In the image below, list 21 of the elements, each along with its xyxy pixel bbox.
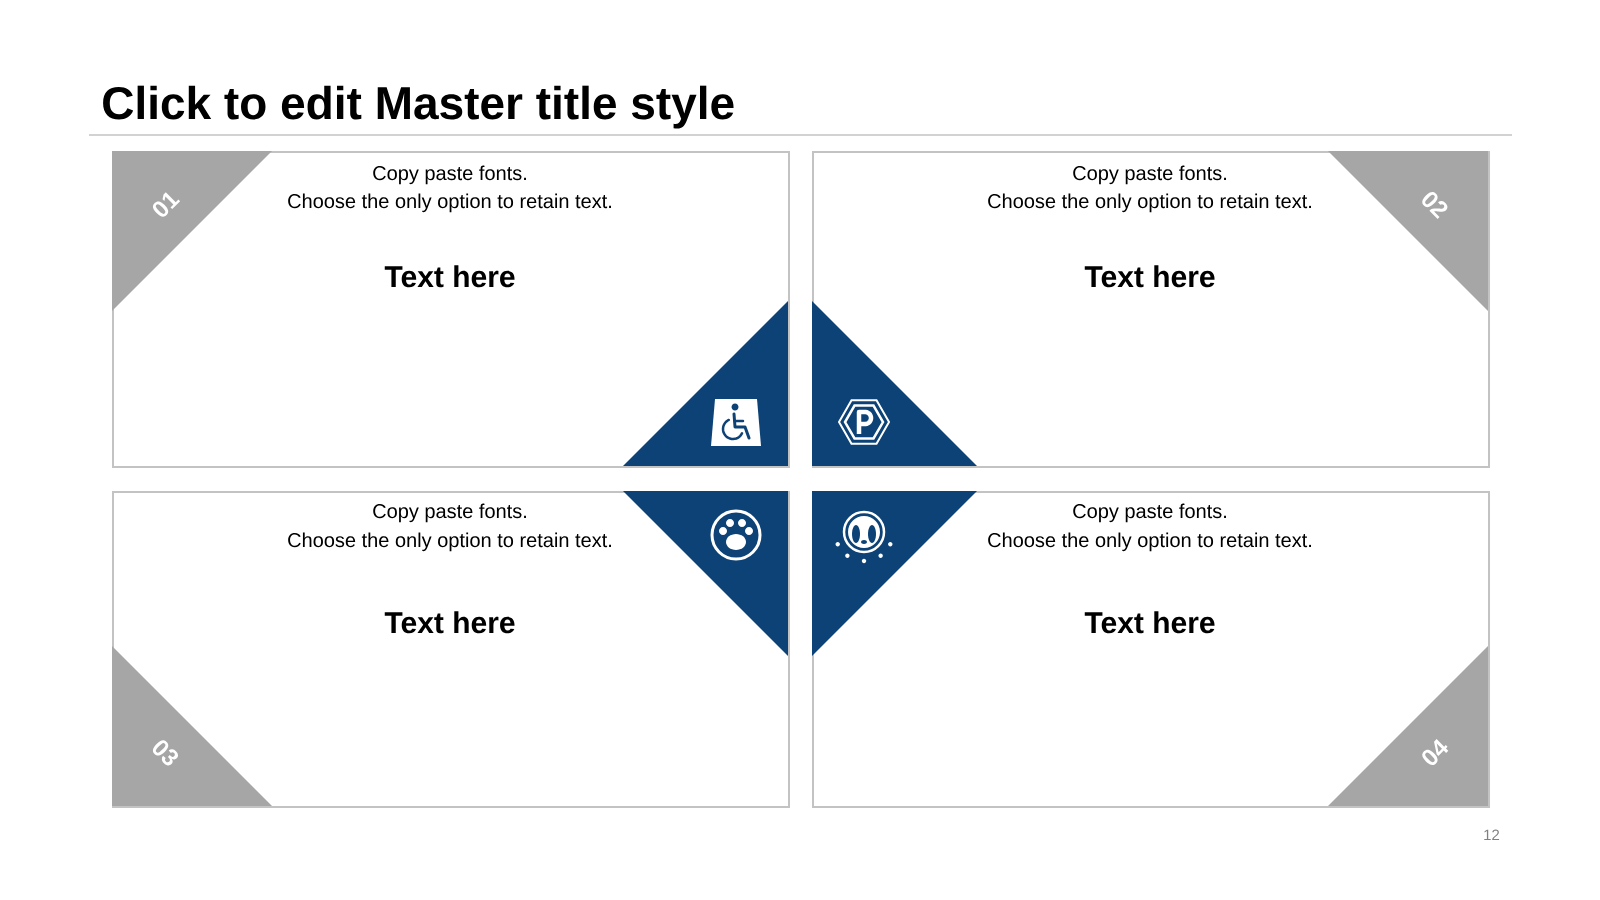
corner-triangle [812,491,977,656]
page-number: 12 [1484,829,1500,840]
description-text: Copy paste fonts. [1073,165,1226,185]
description-text: Choose the only option to retain text. [288,532,611,552]
heading: Text here [384,611,515,634]
number-tab: 02 [1328,151,1488,311]
corner-triangle [812,301,977,466]
description-text: Copy paste fonts. [1073,503,1226,523]
number-tab: 01 [112,151,272,311]
description-text: Choose the only option to retain text. [988,532,1311,552]
heading: Text here [1084,611,1215,634]
description-text: Copy paste fonts. [373,165,526,185]
description-text: Copy paste fonts. [373,503,526,523]
heading: Text here [384,265,515,288]
heading: Text here [1084,265,1215,288]
title: Click to edit Master title style [103,85,734,129]
description-text: Choose the only option to retain text. [988,193,1311,213]
corner-triangle [623,491,788,656]
description-text: Choose the only option to retain text. [288,193,611,213]
number-tab: 04 [1328,646,1488,806]
number-tab: 03 [112,646,272,806]
